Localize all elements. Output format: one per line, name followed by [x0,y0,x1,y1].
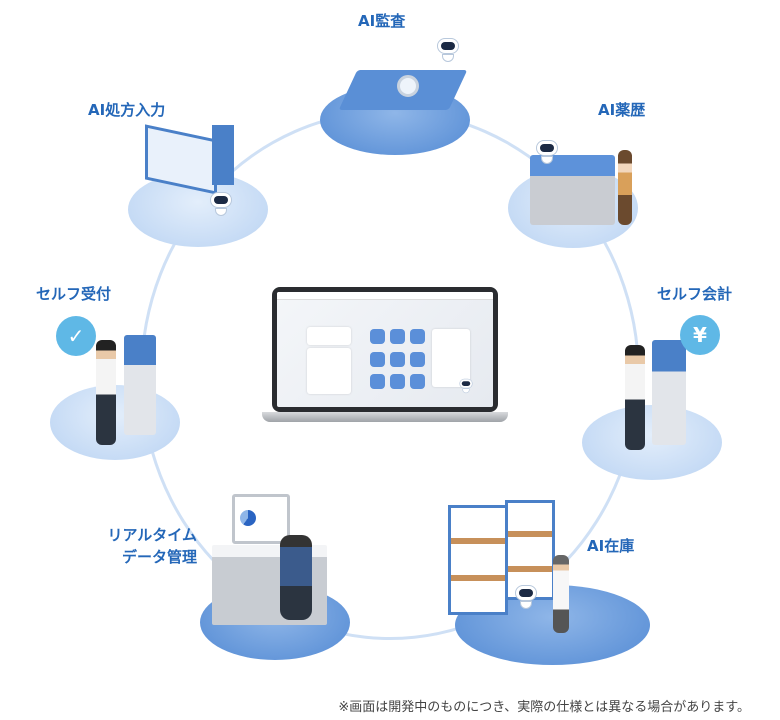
self-reception-label: セルフ受付 [36,285,112,303]
ai-audit-label: AI監査 [358,12,406,30]
patient-card [307,327,351,345]
menu-tile [370,374,385,389]
footnote: ※画面は開発中のものにつき、実際の仕様とは異なる場合があります。 [338,700,750,715]
reception-kiosk-illustration [124,335,156,435]
robot-icon [459,378,473,394]
pie-chart-icon [240,510,256,526]
checkout-kiosk-illustration [652,340,686,445]
person-figure [625,345,645,450]
robot-icon [515,585,537,609]
realtime-data-label-line1: リアルタイム [107,526,197,544]
menu-tile [370,329,385,344]
menu-tile [390,329,405,344]
pharmacist-figure [553,555,569,633]
realtime-data-label-line2: データ管理 [121,548,197,566]
robot-icon [437,38,459,62]
pharmacy-counter-illustration [530,155,615,225]
robot-icon [536,140,558,164]
check-badge-icon: ✓ [56,316,96,356]
menu-tile [370,352,385,367]
menu-tile [410,374,425,389]
yen-badge-icon: ¥ [680,315,720,355]
menu-tile [390,352,405,367]
ai-prescription-label: AI処方入力 [88,101,166,119]
ai-medication-history-label: AI薬歴 [598,101,646,119]
computer-tower-illustration [212,125,234,185]
office-worker-figure [280,535,312,620]
browser-bar [277,292,493,300]
laptop-base [262,412,508,422]
summary-card [432,329,470,387]
patient-figure [618,150,632,225]
dashboard-screen [277,292,493,407]
notes-card [307,348,351,394]
menu-tile [390,374,405,389]
self-checkout-label: セルフ会計 [657,285,733,303]
menu-tile [410,352,425,367]
laptop-dashboard-illustration [272,287,498,412]
person-figure [96,340,116,445]
inventory-shelf-illustration [448,505,508,615]
ai-inventory-label: AI在庫 [587,537,635,555]
menu-tile [410,329,425,344]
magnifier-icon [397,75,419,97]
robot-icon [210,192,232,216]
